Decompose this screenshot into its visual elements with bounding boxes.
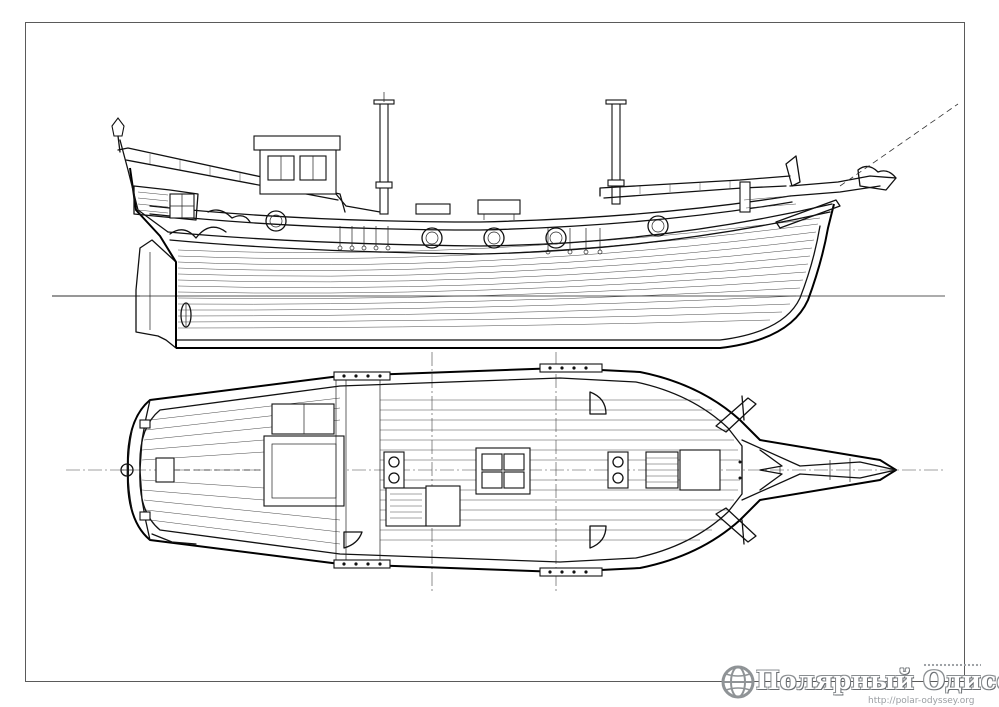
main-hatch: [475, 447, 531, 495]
companion-hatch: [385, 485, 461, 527]
stern-windows: [133, 185, 199, 221]
rudder: [135, 239, 177, 349]
foremast: [605, 99, 627, 205]
stern-fitting: [180, 302, 192, 328]
mainmast-plan: [383, 451, 405, 489]
mainmast: [373, 92, 395, 215]
deck-bench: [477, 199, 521, 215]
figurehead: [857, 165, 897, 191]
stern-carving: [169, 226, 227, 239]
fore-hatch: [645, 449, 721, 491]
side-elevation-view: [52, 92, 959, 349]
deckhouse-plan: [263, 380, 381, 560]
portholes: [265, 210, 669, 249]
bow-structure: [743, 103, 959, 229]
hull-planking: [177, 217, 821, 329]
watermark-url: http://polar-odyssey.org: [868, 696, 975, 706]
hull-outline: [129, 167, 177, 348]
deck-hatch: [415, 203, 451, 215]
watermark-title: Полярный Одиссей: [756, 666, 999, 695]
chainplates: [337, 226, 603, 255]
stern-lantern: [111, 117, 125, 153]
foremast-plan: [607, 451, 629, 489]
bowsprit-plan: [738, 439, 897, 501]
deck-plan-view: [66, 352, 945, 592]
deckhouse: [253, 135, 341, 195]
globe-logo-icon: [721, 665, 755, 699]
watermark-dots: [923, 662, 981, 668]
drawing-frame: [25, 22, 965, 682]
stern-companion: [155, 457, 175, 483]
watermark: Полярный Одиссей http://polar-odyssey.or…: [718, 660, 999, 707]
bowsprit-line: [839, 103, 959, 187]
hull-keel: [176, 203, 835, 349]
channels: [333, 363, 603, 577]
